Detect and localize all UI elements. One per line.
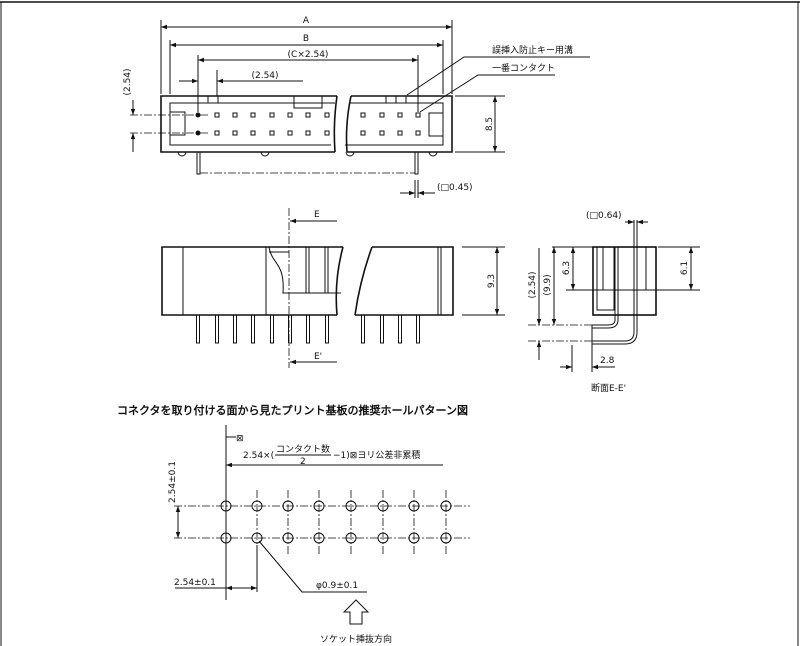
contact [305, 112, 311, 118]
key-groove-right [385, 95, 407, 104]
pin [361, 314, 365, 344]
dim-side-height: 9.3 [487, 274, 497, 288]
dim-hole-diameter: φ0.9±0.1 [316, 581, 358, 591]
pin [215, 314, 219, 344]
contact [360, 130, 366, 136]
pin [416, 314, 420, 344]
contact [379, 130, 385, 136]
callout-key-groove: 誤挿入防止キー用溝 [492, 44, 573, 56]
contact [214, 130, 220, 136]
top-view: A B (C×2.54) (2.54) (2.54) 8.5 (□0.45) 誤… [123, 16, 590, 198]
contact [214, 112, 220, 118]
section-mark-e: E [314, 210, 320, 220]
dim-6-1: 6.1 [680, 261, 690, 275]
key-groove-left [197, 95, 219, 104]
section-caption: 断面E-E' [591, 382, 626, 394]
dim-2-8: 2.8 [600, 356, 615, 366]
contact [324, 112, 330, 118]
contact [269, 112, 275, 118]
side-view: E E' 9.3 [161, 208, 505, 368]
pin [270, 314, 274, 344]
dim-section-2-54: (2.54) [528, 271, 538, 298]
pin [196, 314, 200, 344]
contact [379, 112, 385, 118]
formula-denominator: 2 [300, 457, 306, 467]
contact [360, 112, 366, 118]
contact [397, 130, 403, 136]
hole-pattern-title: コネクタを取り付ける面から見たプリント基板の推奨ホールパターン図 [117, 403, 468, 417]
section-mark-e-prime: E' [314, 352, 322, 362]
contact [324, 130, 330, 136]
pin [414, 151, 419, 175]
pin [196, 151, 201, 175]
insertion-arrow-icon [342, 599, 370, 625]
dim-pitch: (2.54) [251, 71, 278, 81]
polarization-key [293, 95, 323, 109]
dim-row-pitch-tol: 2.54±0.1 [168, 461, 178, 503]
formula-numerator: コンタクト数 [276, 443, 330, 455]
pin [380, 314, 384, 344]
contact [415, 112, 421, 118]
standoff-bumps [177, 151, 438, 157]
callout-first-contact: 一番コンタクト [492, 62, 555, 74]
dim-9-9: (9.9) [543, 274, 553, 295]
contact [232, 130, 238, 136]
left-latch-window [169, 111, 186, 136]
dim-row-pitch: (2.54) [123, 68, 133, 95]
section-view: (□0.64) 6.1 6.3 (9.9) (2.54) 2.8 断面E-E' [528, 211, 700, 394]
contact [415, 130, 421, 136]
contact [397, 112, 403, 118]
contact [305, 130, 311, 136]
hole-grid [220, 490, 452, 555]
pin [251, 314, 255, 344]
dim-b: B [303, 34, 309, 44]
contact [287, 112, 293, 118]
pin-row [196, 314, 420, 344]
dim-section-pin: (□0.64) [586, 211, 622, 221]
contact [287, 130, 293, 136]
pin [306, 314, 310, 344]
contact [269, 130, 275, 136]
dim-a: A [303, 16, 310, 26]
contact [250, 112, 256, 118]
contact [250, 130, 256, 136]
datum-symbol: ⊠ [236, 434, 244, 444]
pin [325, 314, 329, 344]
dim-col-pitch-tol: 2.54±0.1 [174, 578, 216, 588]
dim-c: (C×2.54) [288, 50, 329, 60]
dim-6-3: 6.3 [562, 261, 572, 275]
pin [288, 314, 292, 344]
pin [398, 314, 402, 344]
insertion-direction-label: ソケット挿抜方向 [320, 633, 392, 645]
contact [232, 112, 238, 118]
formula-prefix: 2.54×( [243, 451, 274, 461]
formula-suffix: −1)⊠ヨリ公差非累積 [333, 449, 420, 461]
right-latch-window [428, 112, 444, 137]
dim-height: 8.5 [485, 117, 495, 131]
hole-pattern: コネクタを取り付ける面から見たプリント基板の推奨ホールパターン図 ⊠ 2.54×… [117, 403, 470, 645]
dim-pin: (□0.45) [437, 183, 473, 193]
pin [233, 314, 237, 344]
contact-array [195, 112, 421, 136]
